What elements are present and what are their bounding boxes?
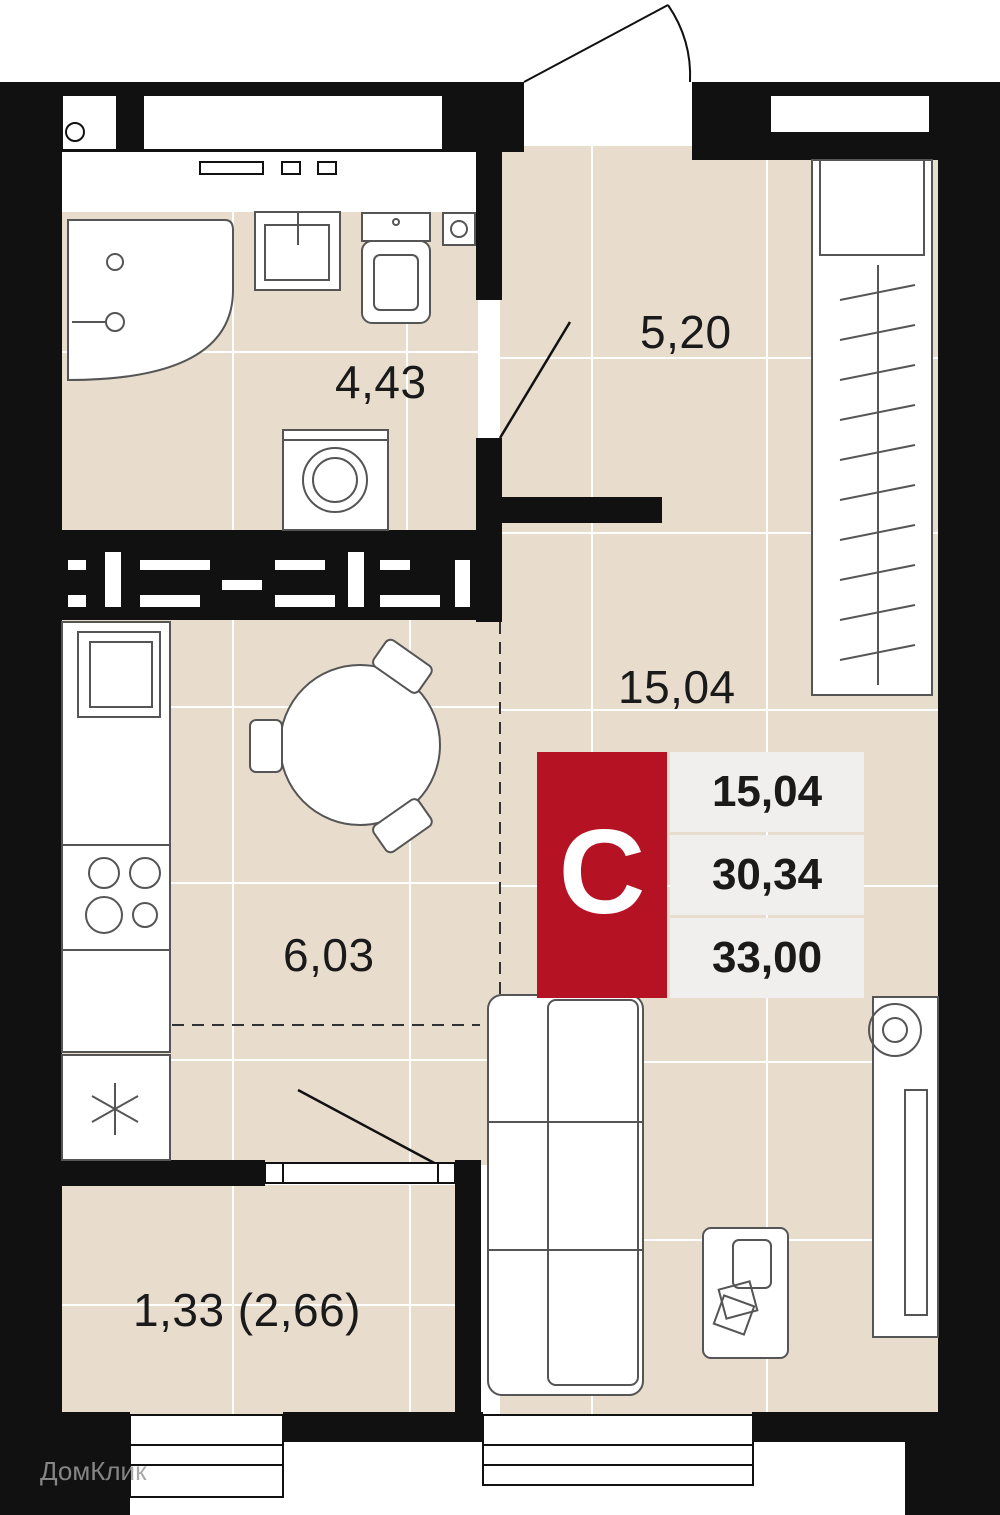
partition-lattice [68, 552, 470, 607]
living-area-label: 15,04 [618, 661, 736, 713]
washing-machine [282, 429, 389, 531]
walls [0, 82, 1000, 1515]
tv-stand [868, 996, 939, 1338]
entrance-door [523, 4, 692, 146]
kitchen-counter [61, 621, 171, 1053]
toilet [361, 212, 431, 324]
washbasin [254, 211, 341, 291]
riser [442, 212, 476, 246]
total-with-balcony-stat: 33,00 [670, 918, 864, 998]
balcony-area-label: 1,33 (2,66) [133, 1284, 361, 1336]
fridge [61, 1054, 171, 1161]
kitchen-area-label: 6,03 [283, 929, 375, 981]
shower-tray [67, 219, 234, 382]
watermark: ДомКлик [40, 1456, 147, 1486]
dining-table [249, 638, 441, 854]
wardrobe [811, 159, 933, 696]
kitchen-zone-outline [172, 622, 501, 1026]
windows [61, 94, 931, 1498]
coffee-table [702, 1227, 789, 1359]
bathroom-area-label: 4,43 [335, 356, 427, 408]
balcony-door [264, 1088, 456, 1184]
sofa [487, 994, 644, 1396]
apartment-type-badge [537, 752, 667, 998]
total-area-stat: 30,34 [670, 835, 864, 915]
hallway-area-label: 5,20 [640, 306, 732, 358]
bathroom-door [498, 321, 572, 439]
apartment-type-letter: С [558, 805, 646, 939]
living-area-stat: 15,04 [670, 752, 864, 832]
